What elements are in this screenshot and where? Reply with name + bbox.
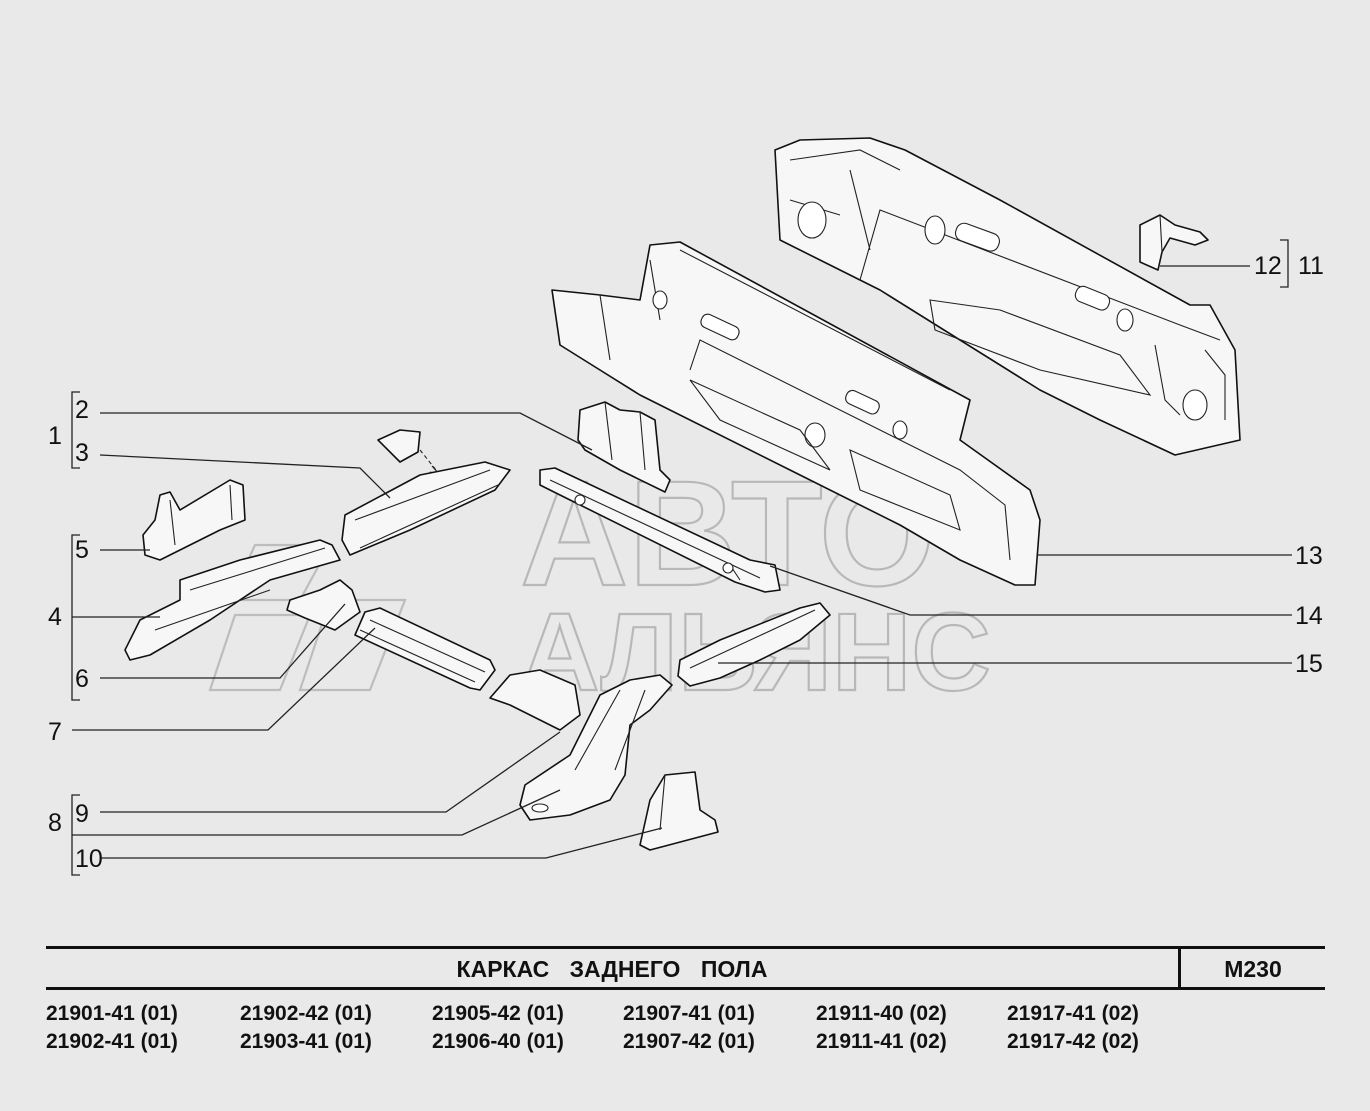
part-6-bracket [286,579,361,631]
model-code: 21911-40 (02) [816,1002,947,1025]
callout-11: 11 [1298,252,1324,280]
part-3-rail [341,461,511,556]
callout-1: 1 [48,422,62,450]
model-code: 21907-42 (01) [623,1030,755,1053]
part-9-bracket [489,669,581,731]
diagram-code: М230 [1224,956,1282,982]
part-5-bracket [142,479,246,561]
callout-9: 9 [75,800,89,828]
part-8-rail [519,674,673,821]
part-14-rail [539,467,781,593]
callout-2: 2 [75,396,89,424]
callout-7: 7 [48,718,62,746]
title-divider [1178,949,1181,987]
model-code: 21906-40 (01) [432,1030,564,1053]
model-code: 21905-42 (01) [432,1002,564,1025]
part-10-bracket [639,771,719,851]
model-code: 21901-41 (01) [46,1002,178,1025]
diagram-title: КАРКАС ЗАДНЕГО ПОЛА [456,956,768,982]
model-code: 21902-41 (01) [46,1030,178,1053]
callout-5: 5 [75,536,89,564]
part-15-rail [677,602,831,687]
part-11-rear-panel [774,137,1241,456]
part-13-cross-member [551,241,1041,586]
callout-8: 8 [48,809,62,837]
part-12-bracket [1139,214,1209,271]
callout-4: 4 [48,603,62,631]
part-7-channel [354,607,496,691]
callout-10: 10 [75,845,103,873]
model-code: 21907-41 (01) [623,1002,755,1025]
parts-diagram: АВТО АЛЬЯНС [48,137,1324,876]
model-code: 21911-41 (02) [816,1030,947,1053]
callout-3: 3 [75,439,89,467]
callout-14: 14 [1295,602,1323,630]
model-code: 21902-42 (01) [240,1002,372,1025]
model-code: 21903-41 (01) [240,1030,372,1053]
group-bracket-1 [71,391,80,469]
part-3-bracket [377,429,441,476]
callout-15: 15 [1295,650,1323,678]
callout-13: 13 [1295,542,1323,570]
group-bracket-11 [1280,239,1289,288]
part-4-rail [124,539,341,661]
callout-6: 6 [75,665,89,693]
model-list: 21901-41 (01) 21902-41 (01) 21902-42 (01… [46,1000,1325,1060]
callout-12: 12 [1254,252,1282,280]
leader-lines [72,265,1292,859]
part-2-bracket [577,401,671,493]
model-code: 21917-41 (02) [1007,1002,1139,1025]
model-code: 21917-42 (02) [1007,1030,1139,1053]
title-block: КАРКАС ЗАДНЕГО ПОЛА М230 [46,946,1325,990]
